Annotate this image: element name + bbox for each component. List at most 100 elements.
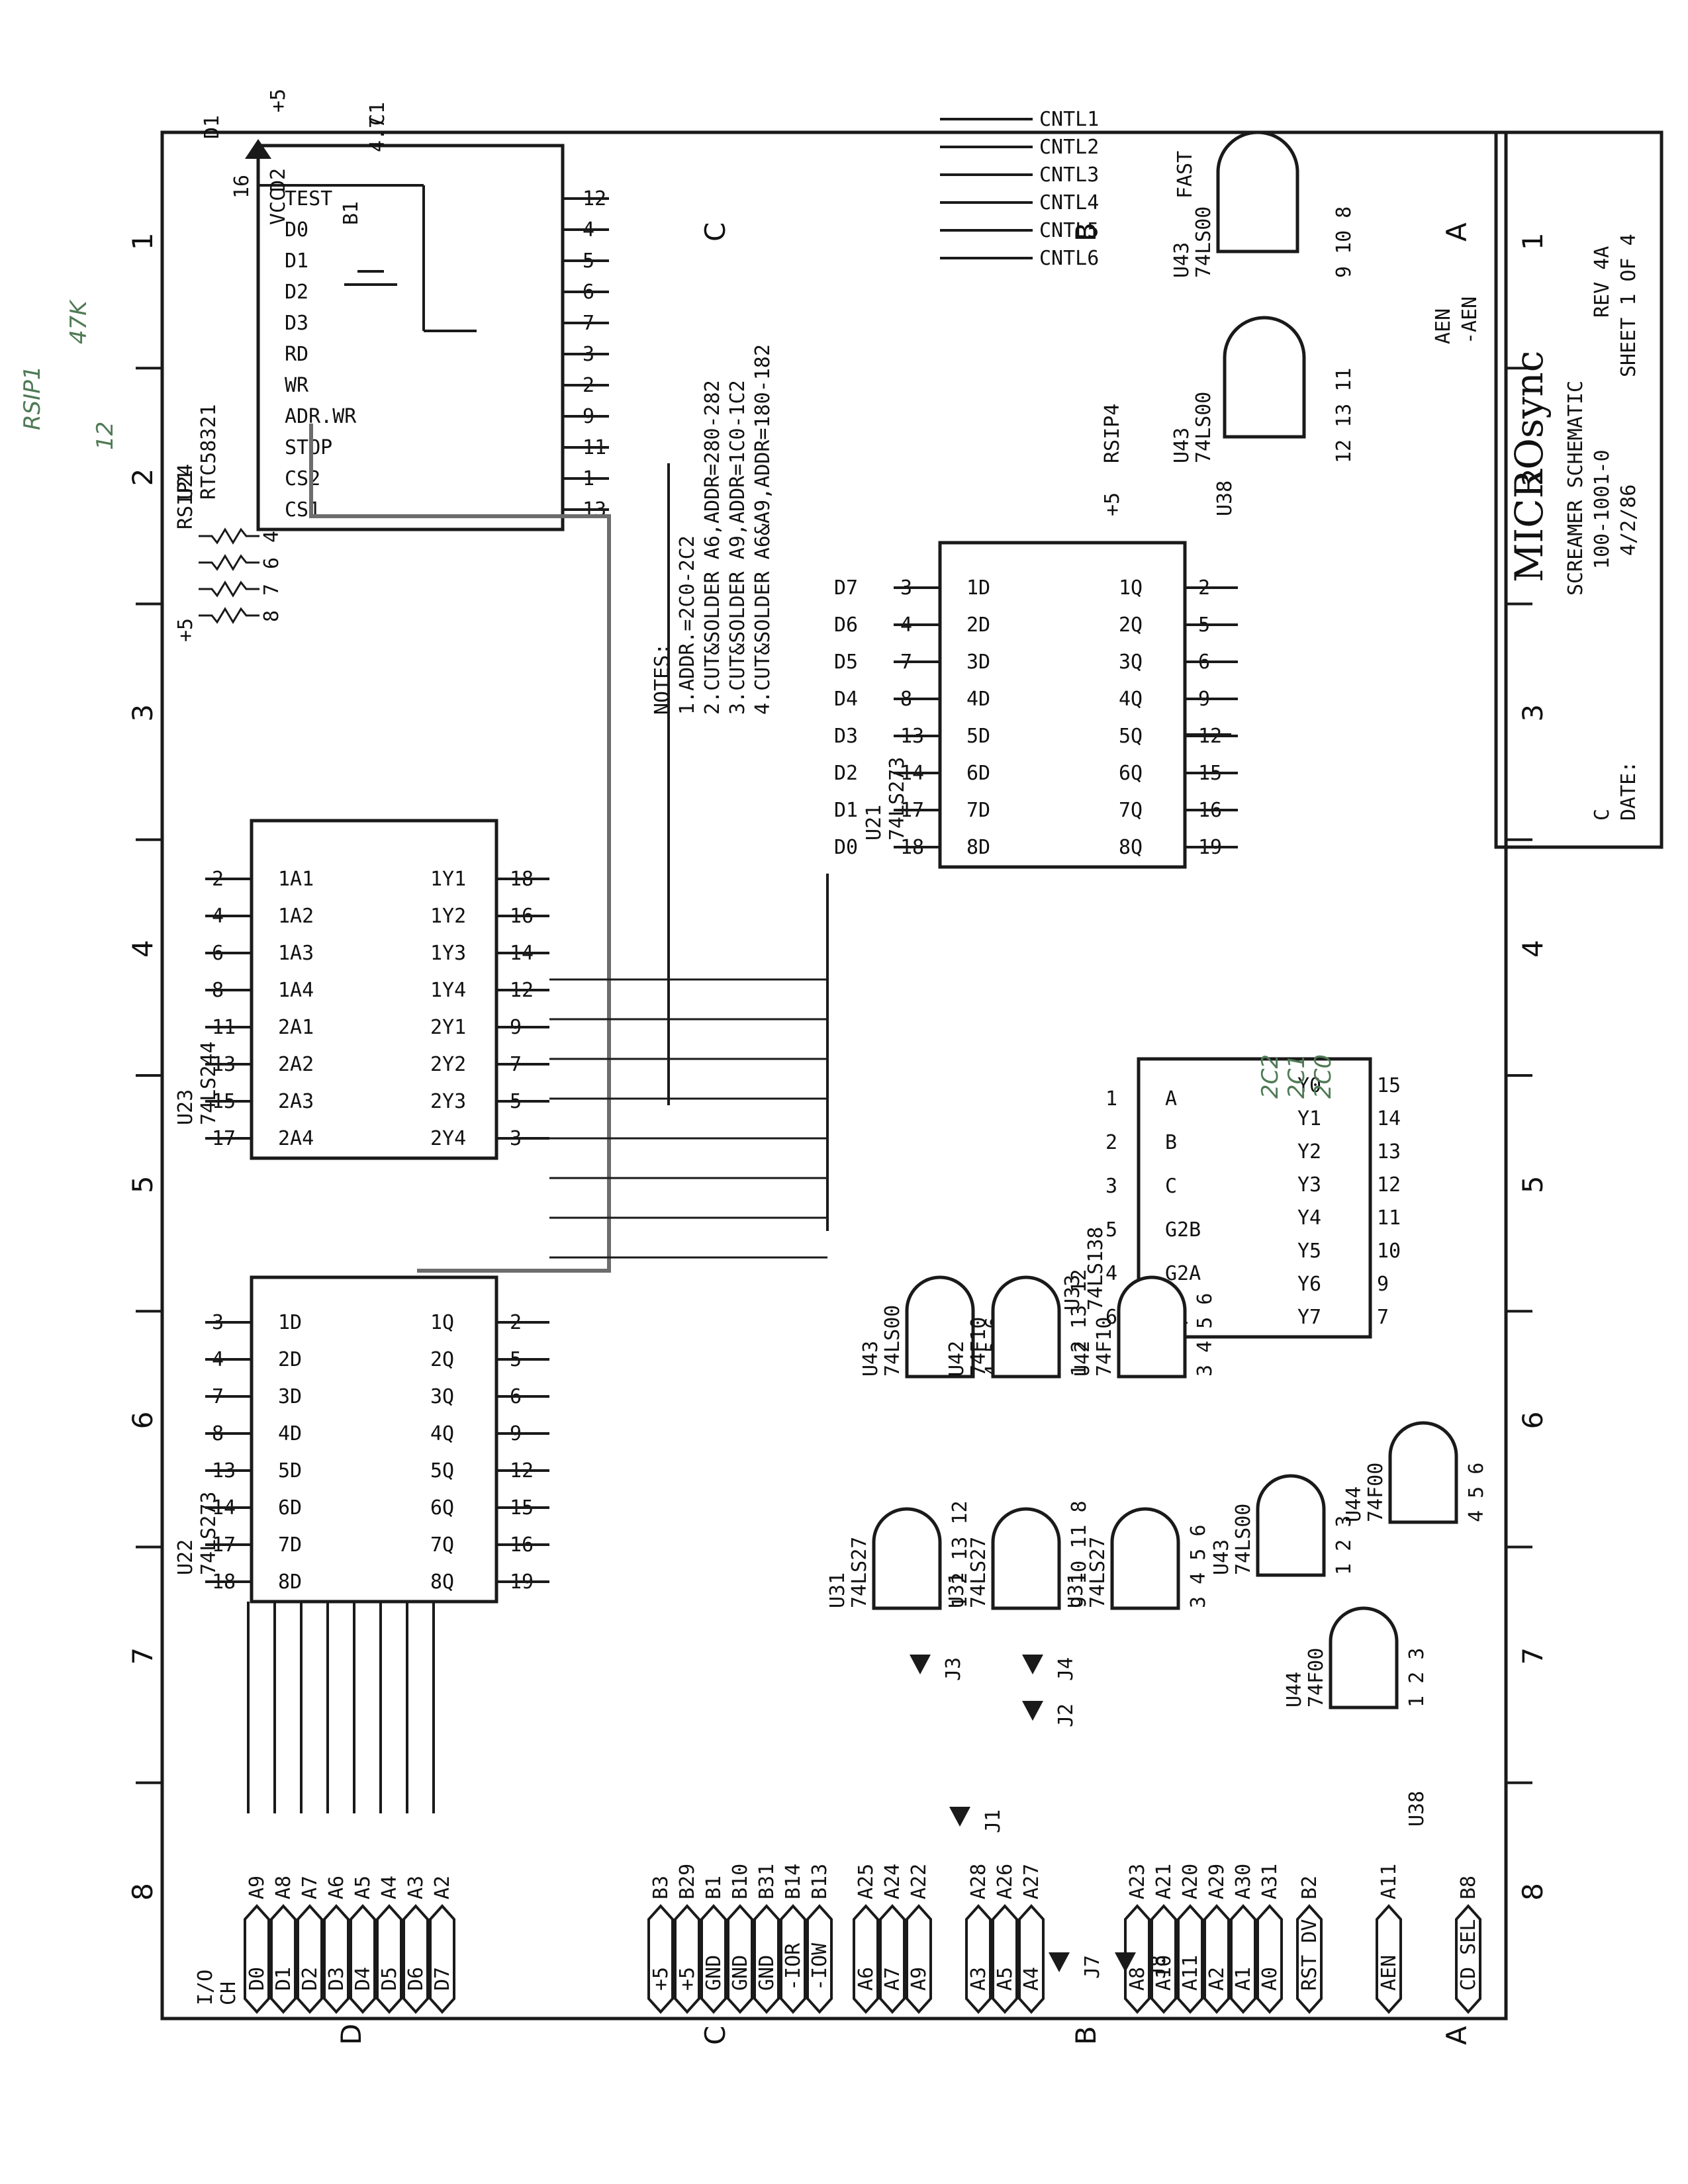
gate-ref: U44 (1283, 1672, 1306, 1707)
io-heading: I/O (194, 1970, 217, 2005)
gate-part: 74F10 (1093, 1317, 1116, 1377)
rsip4-label: RSIP4 (1101, 404, 1124, 463)
io-data-pin-num: A5 (352, 1876, 375, 1899)
io-cdsel-net: CD SEL (1457, 1919, 1480, 1991)
u33-out-num: 13 (1377, 1140, 1401, 1163)
io-addr3-pin-num: A30 (1232, 1864, 1255, 1899)
note-4: 4.CUT&SOLDER A6&A9,ADDR=180-182 (751, 344, 774, 715)
u21-74ls273: U21 74LS273 8D187D176D145D134D83D72D41D3… (834, 541, 1238, 869)
io-data-net: D7 (431, 1967, 454, 1991)
io-power-pin (674, 1904, 700, 2014)
u21-pins-out-name: 6Q (1119, 762, 1143, 785)
u21-d-net: D0 (834, 836, 858, 859)
cntl-label: CNTL2 (1039, 136, 1099, 159)
zone-col-7-right: 7 (1517, 1647, 1549, 1665)
jumper-arrow (1022, 1701, 1043, 1721)
io-addr3-pin-num: A21 (1152, 1864, 1176, 1899)
hand-rsip1: RSIP1 (19, 366, 46, 430)
u43-gate-fast (1216, 130, 1299, 253)
u22-pins-out-name: 8Q (430, 1570, 454, 1594)
io-addr2-pin-num: A26 (994, 1864, 1017, 1899)
io-power-net: GND (755, 1955, 778, 1991)
u21-pins-in-name: 2D (966, 614, 990, 637)
io-addr3-net: A8 (1126, 1967, 1149, 1991)
resistor-pin: 8 (260, 610, 283, 622)
u33-in-num: 6 (1105, 1306, 1117, 1329)
u21-pins-in-name: 6D (966, 762, 990, 785)
io-data-net: D1 (272, 1967, 295, 1991)
u33-out-name: Y3 (1297, 1173, 1321, 1197)
u33-out-num: 11 (1377, 1206, 1401, 1230)
io-addr1-pin (879, 1904, 906, 2014)
gate-ref: U42 (945, 1341, 968, 1377)
jumper-label: J1 (982, 1809, 1005, 1833)
u23-ref: U23 (174, 1089, 197, 1125)
u33-out-num: 14 (1377, 1107, 1401, 1130)
io-power-pin (700, 1904, 727, 2014)
cntl-label: CNTL5 (1039, 219, 1099, 242)
io-addr1-pin (853, 1904, 879, 2014)
u21-pins-out-name: 1Q (1119, 576, 1143, 600)
u21-part: 74LS273 (886, 757, 909, 841)
d2-vcc: +5 (267, 89, 290, 113)
logic-gate (991, 1275, 1061, 1379)
cntl-label: CNTL3 (1039, 163, 1099, 187)
gate-part: 74F10 (967, 1317, 990, 1377)
io-cdsel-pin (1455, 1904, 1481, 2014)
u33-in-num: 3 (1105, 1175, 1117, 1198)
u22-74ls273: U22 74LS273 8D187D176D145D134D83D72D41D3… (174, 1275, 549, 1604)
u23-pins-in-name: 2A3 (278, 1090, 314, 1113)
io-aen-pin (1376, 1904, 1402, 2014)
zone-col-4-right: 4 (1517, 940, 1549, 958)
io-addr1-pin-num: A24 (881, 1864, 904, 1899)
io-addr1-pin-num: A22 (908, 1864, 931, 1899)
io-addr2-pin (1018, 1904, 1045, 2014)
zone-row-b: B (1070, 222, 1102, 242)
zone-row-d-bottom: D (335, 2024, 367, 2045)
u24-pin-name: ADR.WR (285, 405, 357, 428)
io-power-net: +5 (649, 1967, 673, 1991)
u33-in-num: 1 (1105, 1087, 1117, 1111)
io-data-pin-num: A2 (431, 1876, 454, 1899)
u33-in-name: C (1165, 1175, 1177, 1198)
u33-body (1137, 1057, 1372, 1339)
u24-vcc-pin: 16 (230, 175, 254, 199)
u23-74ls244: U23 74LS244 2A4172A3152A2132A1111A481A36… (174, 819, 549, 1160)
zone-col-1: 1 (126, 232, 159, 250)
io-cdsel-pin-num: B8 (1457, 1876, 1480, 1899)
io-rst-pin (1296, 1904, 1323, 2014)
io-data-net: D3 (325, 1967, 348, 1991)
fast-logic: FAST RSIP4 +5 U38 (1101, 130, 1306, 516)
io-power-pin-num: B3 (649, 1876, 673, 1899)
io-power-pin (780, 1904, 806, 2014)
io-addr3-pin (1150, 1904, 1177, 2014)
u21-pins-in-name: 4D (966, 688, 990, 711)
u24-pin-name: D2 (285, 281, 308, 304)
io-data-net: D0 (246, 1967, 269, 1991)
gate-pins: 12 13 11 (1333, 368, 1356, 464)
u33-in-name: G2B (1165, 1218, 1201, 1242)
resistor (199, 580, 259, 598)
u23-pins-in-name: 1A1 (278, 868, 314, 891)
io-data-net: D5 (378, 1967, 401, 1991)
u21-pins-in-name: 3D (966, 651, 990, 674)
gate-ref: U31 (1064, 1572, 1088, 1608)
zone-col-5: 5 (126, 1175, 159, 1193)
c1-label: C1 (366, 102, 389, 126)
u22-pins-in-name: 6D (278, 1496, 302, 1520)
zone-row-c-bottom: C (699, 2026, 731, 2045)
hand-47k: 47K (66, 299, 92, 344)
jumper-label: J2 (1055, 1704, 1078, 1727)
u23-pins-in-name: 1A3 (278, 942, 314, 965)
u21-pins-out-name: 4Q (1119, 688, 1143, 711)
io-power-pin-num: B10 (729, 1864, 752, 1899)
u24-vcc: VCC (267, 189, 290, 225)
gate-part: 74LS27 (967, 1537, 990, 1608)
u22-part: 74LS273 (197, 1492, 220, 1575)
u33-pins: G16G2A4G2B5C3B2A1Y77Y69Y510Y411Y312Y213Y… (1105, 1074, 1401, 1329)
zone-row-b-bottom: B (1070, 2026, 1102, 2045)
aen-not-label: -AEN (1458, 296, 1481, 344)
io-data-pin (402, 1904, 429, 2014)
